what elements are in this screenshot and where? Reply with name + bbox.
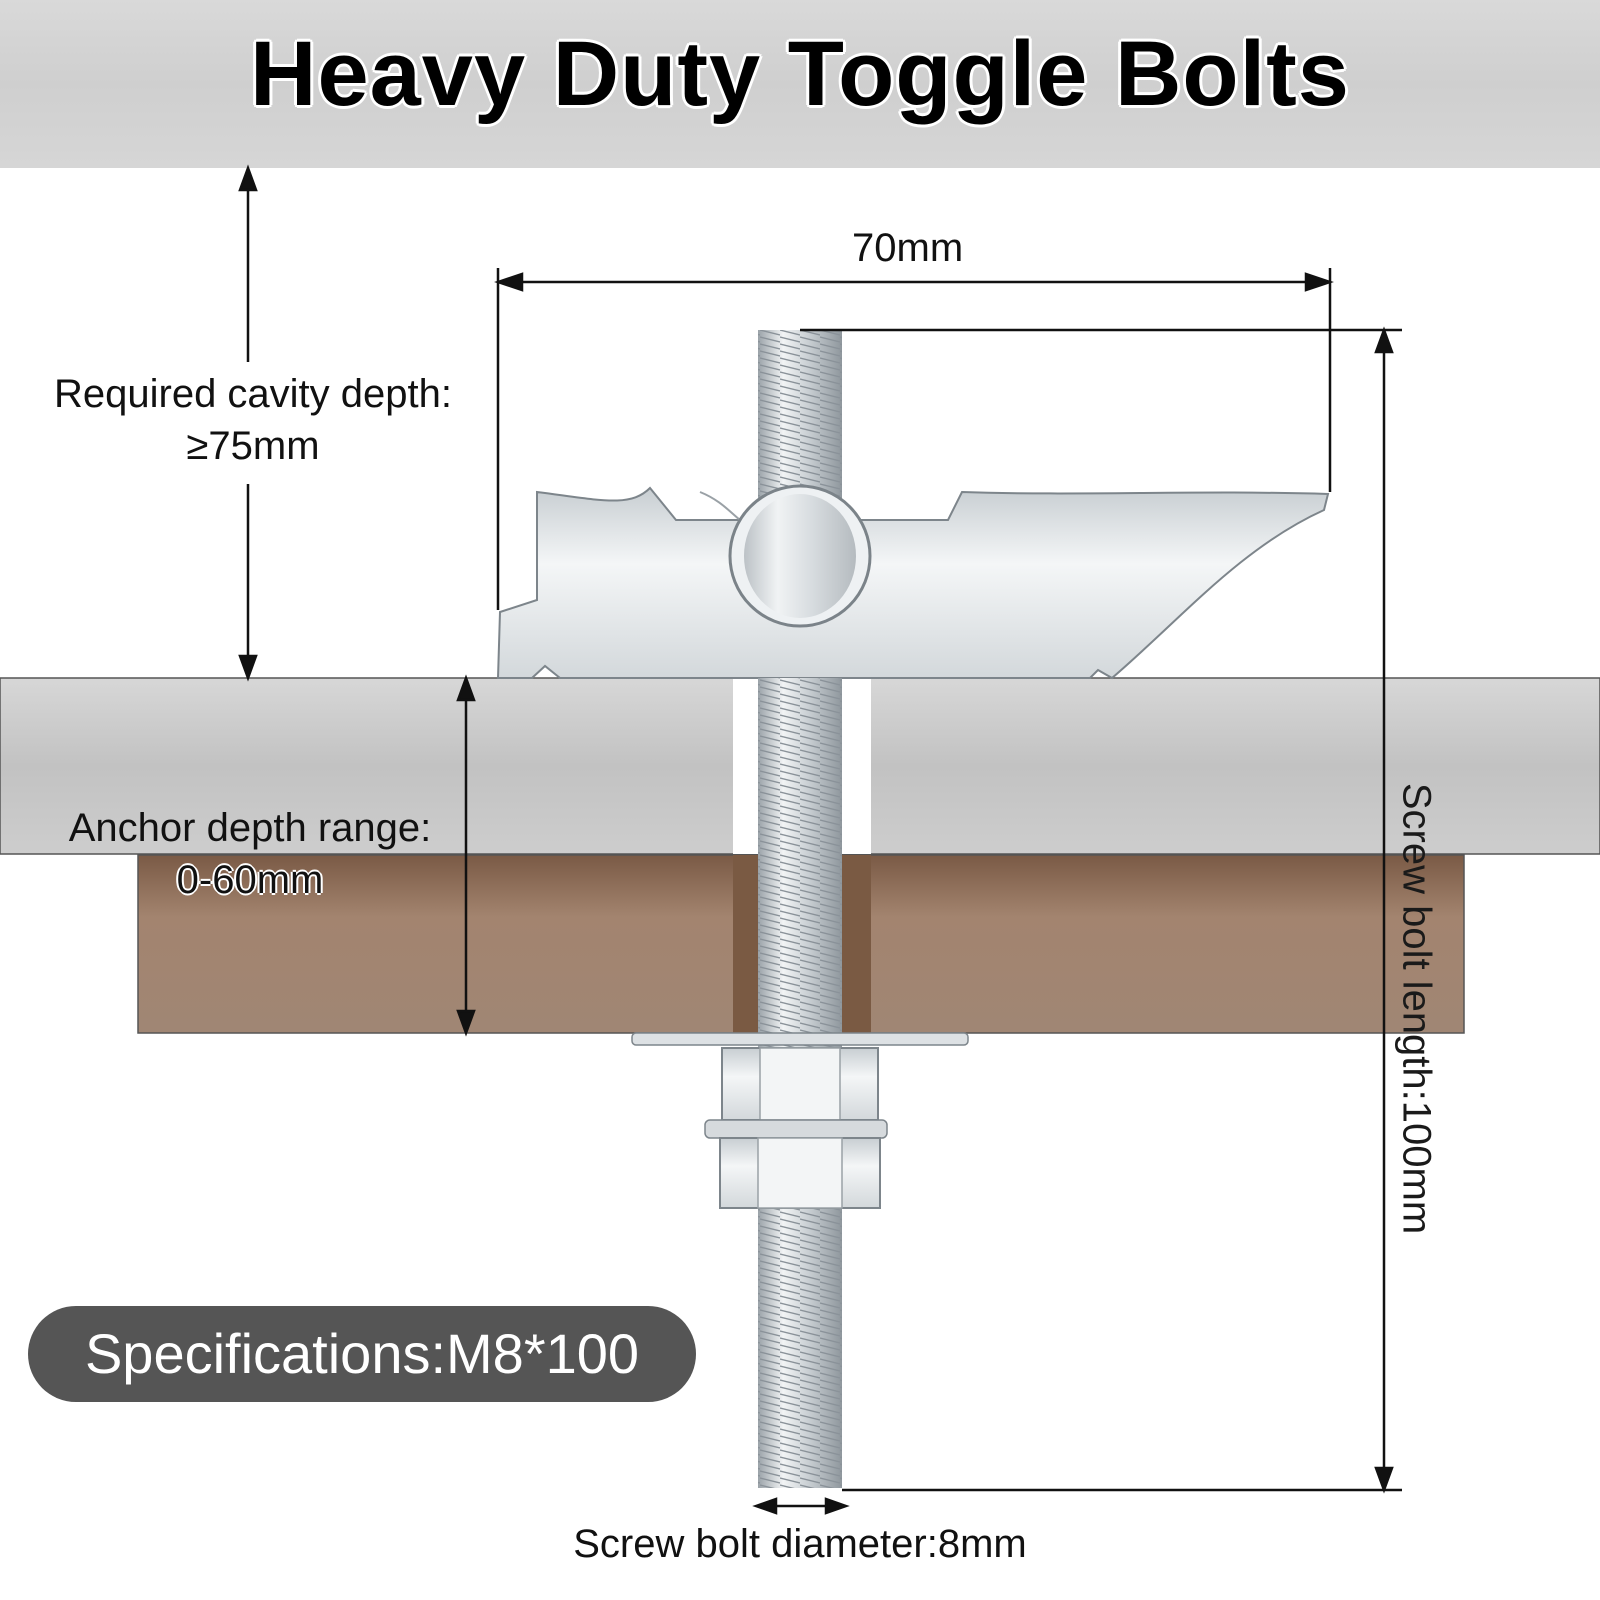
bolt-length-label: Screw bolt length:100mm <box>1394 782 1439 1235</box>
bolt-diameter-label: Screw bolt diameter:8mm <box>573 1522 1027 1566</box>
flat-washer <box>631 1032 969 1046</box>
cavity-depth-label: Required cavity depth: <box>53 372 452 416</box>
header-banner <box>0 0 1600 168</box>
toggle-wing <box>496 486 1330 680</box>
anchor-depth-arrow <box>456 674 476 1037</box>
anchor-depth-label: Anchor depth range: <box>68 806 432 850</box>
width-dimension-line <box>494 268 1334 610</box>
cavity-depth-arrow <box>238 164 258 682</box>
diameter-arrow <box>752 1497 850 1515</box>
specifications-badge: Specifications:M8*100 <box>28 1306 696 1402</box>
page-title: Heavy Duty Toggle Bolts <box>250 23 1350 125</box>
width-label: 70mm <box>852 226 964 270</box>
cavity-depth-value: ≥75mm <box>186 424 320 468</box>
anchor-depth-value: 0-60mm <box>176 858 324 902</box>
spring-washer <box>704 1119 888 1139</box>
bolt-length-arrow <box>800 326 1402 1494</box>
